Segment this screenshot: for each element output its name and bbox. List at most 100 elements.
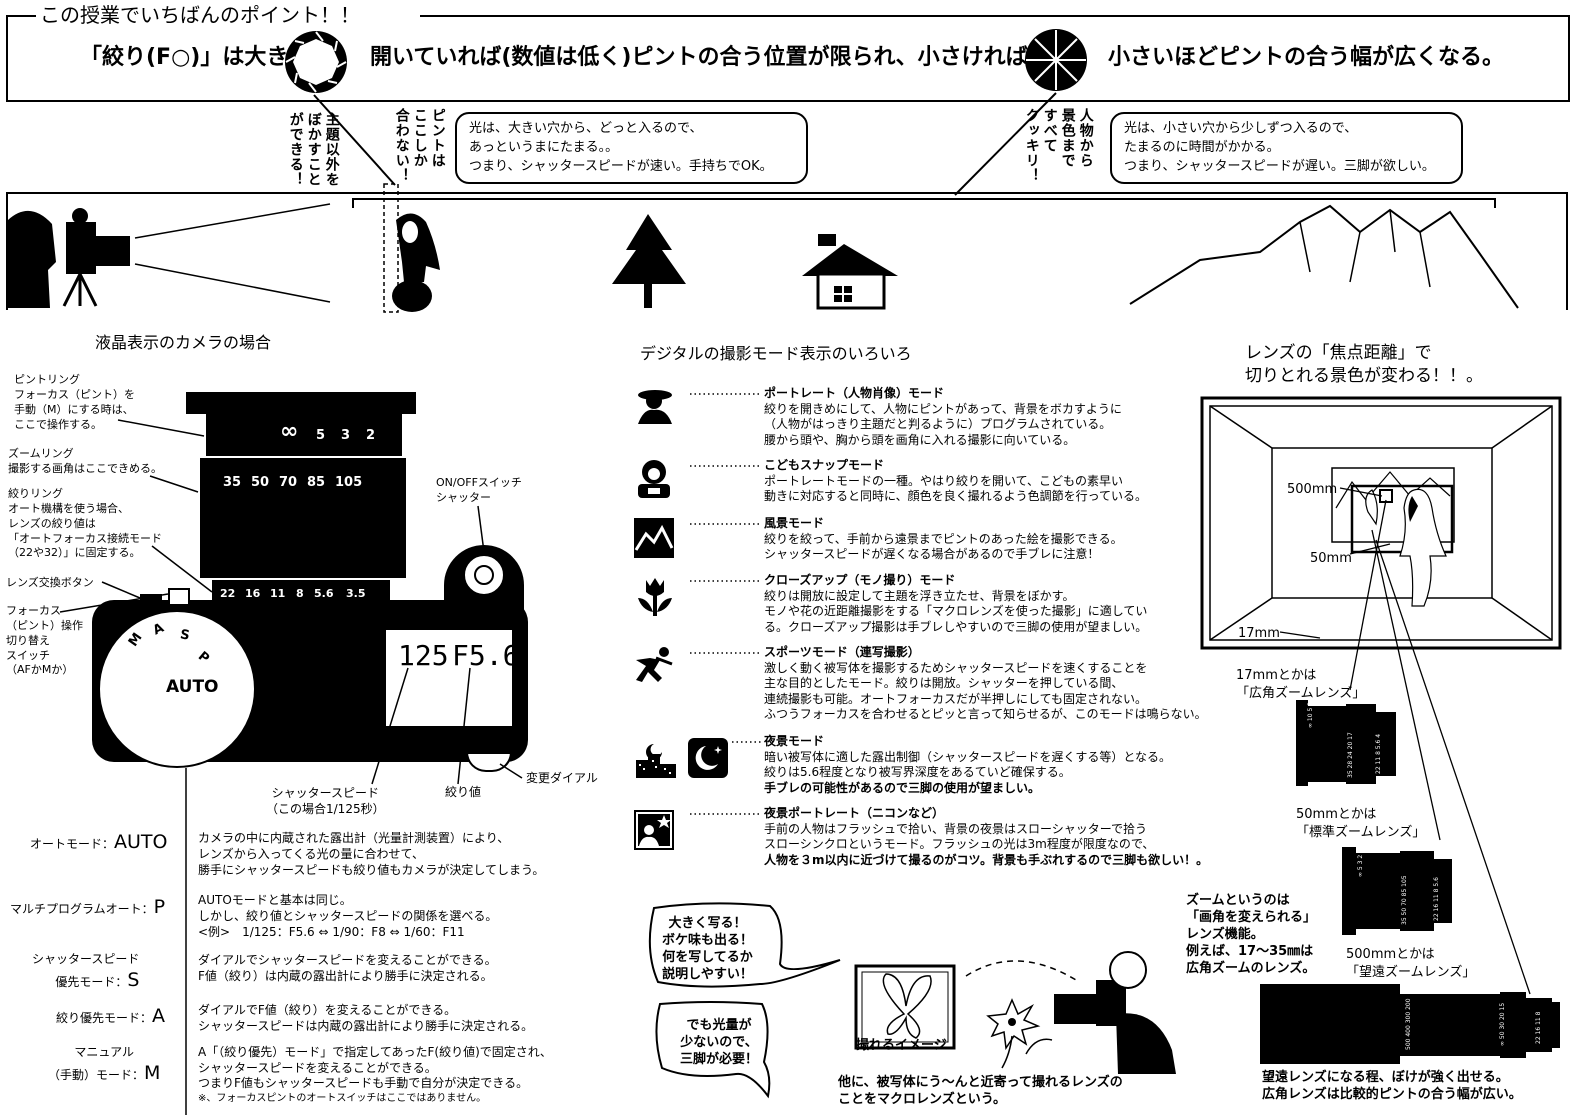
digital-heading: デジタルの撮影モード表示のいろいろ [640,344,912,363]
header-main-a: 「絞り(F○)」は大きく [80,45,311,70]
lens-release-note: レンズ交換ボタン [6,576,94,589]
f-value-label: 絞り値 [445,785,482,799]
night-city-icon [636,744,676,778]
mode-s-label: シャッタースピード 優先モード：S [32,952,140,991]
svg-text:∞ 50 30 20 15: ∞ 50 30 20 15 [1499,1003,1506,1046]
aperture-scale-5-6: 5.6 [314,587,334,600]
landscape-icon [634,518,674,558]
camera-heading: 液晶表示のカメラの場合 [95,333,272,352]
tele-lens-label: 500mmとかは 「望遠ズームレンズ」 [1346,947,1476,980]
focal-pointer-lines [1279,487,1531,995]
aperture-scale-16: 16 [245,587,261,600]
focus-mode-switch[interactable] [168,588,190,606]
mode-dial[interactable] [98,610,256,768]
child-snap-icon [638,460,670,498]
svg-text:22 11 8 5.6 4: 22 11 8 5.6 4 [1375,734,1382,774]
header-main-c: 小さいほどピントの合う幅が広くなる。 [1108,45,1505,70]
digital-mode-closeup: クローズアップ（モノ撮り）モード 絞りは開放に設定して主題を浮き立たせ、背景をぼ… [764,573,1148,634]
note-sharp-3: すべて [1041,108,1058,153]
lcd-shutter-value: 125 [398,639,449,672]
focal-label-50: 50mm [1310,551,1352,566]
focus-scale-5: 5 [316,428,326,443]
note-blur-3: ができる！ [287,112,304,187]
digital-mode-child: こどもスナップモード ポートレートモードの一種。やはり絞りを開いて、こどもの素早… [764,458,1148,504]
note-sharp-4: クッキリ！ [1023,108,1040,183]
note-focus-3: 合わない！ [393,108,410,183]
macro-image-label: 撮れるイメージ [856,1038,947,1053]
digital-mode-night: 夜景モード 暗い被写体に適した露出制御（シャッタースピードを遅くする等）となる。… [764,734,1172,795]
note-blur-2: ぼかすこと [305,112,322,187]
focus-ring-note: ピントリング フォーカス（ピント）を 手動（M）にする時は、 ここで操作する。 [14,373,135,431]
header-top-line [6,15,36,17]
svg-text:∞ 5 3 2: ∞ 5 3 2 [1357,855,1364,877]
standard-lens-label: 50mmとかは 「標準ズームレンズ」 [1296,807,1426,840]
mode-m-label: マニュアル （手動）モード：M [48,1045,161,1084]
tele-lens-icon: 500 400 300 200 ∞ 50 30 20 15 22 16 11 8 [1260,984,1560,1064]
digital-mode-sports: スポーツモード（連写撮影） 激しく動く被写体を撮影するためシャッタースピードを速… [764,645,1207,722]
shutter-speed-label: シャッタースピード （この場合1/125秒） [266,786,385,817]
note-focus-2: ここしか [411,108,428,168]
note-sharp-1: 人物から [1077,108,1094,168]
zoom-ring [200,458,406,578]
svg-text:35 50 70 85 105: 35 50 70 85 105 [1401,875,1408,925]
digital-mode-landscape: 風景モード 絞りを絞って、手前から遠景までピントのあった絵を撮影できる。 シャッ… [764,516,1123,562]
shutter-button-inner [474,565,494,585]
zoom-scale-35: 35 [223,475,242,490]
header-title: この授業でいちばんのポイント！！ [40,3,360,27]
lcd-panel [386,630,512,726]
zoom-scale-85: 85 [307,475,326,490]
closed-aperture-icon [1025,29,1087,91]
macro-caption: 他に、被写体にう～んと近寄って撮れるレンズの ことをマクロレンズという。 [838,1075,1123,1107]
camera-pointer-lines [59,419,523,1115]
mode-m-desc: A「（絞り優先）モード」で指定してあったF(絞り値)で固定され、 シャッタースピ… [198,1045,552,1104]
mode-auto-desc: カメラの中に内蔵された露出計（光量計測装置）により、 レンズから入ってくる光の量… [198,831,545,878]
zoom-ring-note: ズームリング 撮影する画角はここできめる。 [8,447,162,475]
wide-lens-icon: ∞ 10 5 3 2 35 28 24 20 17 22 11 8 5.6 4 [1296,696,1396,786]
zoom-scale-50: 50 [251,475,270,490]
digital-mode-night-portrait: 夜景ポートレート（ニコンなど） 手前の人物はフラッシュで拾い、背景の夜景はスロー… [764,806,1209,867]
zoom-scale-70: 70 [279,475,298,490]
lens-hood [186,392,416,414]
note-sharp-2: 景色まで [1059,108,1076,168]
macro-bubble-pros: 大きく写る！ ボケ味も出る！ 何を写してるか 説明しやすい！ [662,916,754,982]
pointer-lines [313,92,1057,196]
zoom-note: ズームというのは 「画角を変えられる」 レンズ機能。 例えば、17～35㎜は 広… [1186,893,1317,976]
lens-heading: レンズの「焦点距離」で 切りとれる景色が変わる！！。 [1245,343,1483,386]
focus-scale-3: 3 [341,428,351,443]
aperture-scale-11: 11 [270,587,286,600]
mode-a-label: 絞り優先モード：A [56,1005,166,1027]
aperture-scale-22: 22 [220,587,236,600]
digital-mode-portrait: ポートレート（人物肖像）モード 絞りを開きめにして、人物にピントがあって、背景を… [764,386,1122,447]
macro-bubbles [648,902,841,1099]
header-main-b: 開いていれば(数値は低く)ピントの合う位置が限られ、小さければ [370,45,1028,70]
change-dial-label: 変更ダイアル [526,771,598,785]
scene-strip [6,192,1568,310]
mode-auto-label: オートモード：AUTO [30,831,168,853]
night-portrait-icon [634,810,674,850]
mode-a-desc: ダイアルでF値（絞り）を変えることができる。 シャッタースピードは内蔵の露出計に… [198,1003,534,1034]
scene-illustration [8,183,1519,313]
svg-text:35 28 24 20 17: 35 28 24 20 17 [1347,732,1354,778]
note-focus-1: ピントは [429,108,446,168]
focus-range-bracket [352,198,1496,208]
focus-scale-2: 2 [366,428,376,443]
lens-release-button[interactable] [140,594,162,604]
mode-p-desc: AUTOモードと基本は同じ。 しかし、絞り値とシャッタースピードの関係を選べる。… [198,893,498,940]
aperture-scale-3-5: 3.5 [346,587,366,600]
standard-lens-icon: ∞ 5 3 2 35 50 70 85 105 22 16 11 8 5.6 [1342,847,1452,935]
digital-leaders [690,393,762,815]
macro-bubble-cons: でも光量が 少ないので、 三脚が必要！ [680,1018,759,1067]
svg-text:500 400 300 200: 500 400 300 200 [1405,998,1412,1050]
lens-footer: 望遠レンズになる程、ぼけが強く出せる。 広角レンズは比較的ピントの合う幅が広い。 [1262,1070,1522,1102]
focus-switch-note: フォーカス （ピント）操作 切り替え スイッチ （AFかMか） [6,604,83,677]
bubble-open-aperture: 光は、大きい穴から、どっと入るので、 あっというまにたまる。。 つまり、シャッタ… [455,112,808,184]
svg-text:22 16 11 8: 22 16 11 8 [1535,1011,1542,1044]
tulip-icon [638,578,672,616]
svg-text:∞ 10 5 3 2: ∞ 10 5 3 2 [1307,696,1314,728]
sports-icon [636,647,673,682]
svg-text:22 16 11 8 5.6: 22 16 11 8 5.6 [1433,877,1440,921]
wide-lens-label: 17mmとかは 「広角ズームレンズ」 [1236,668,1366,701]
mode-p-label: マルチプログラムオート：P [10,896,166,918]
night-icon [688,738,728,778]
dial-auto: AUTO [166,677,219,697]
